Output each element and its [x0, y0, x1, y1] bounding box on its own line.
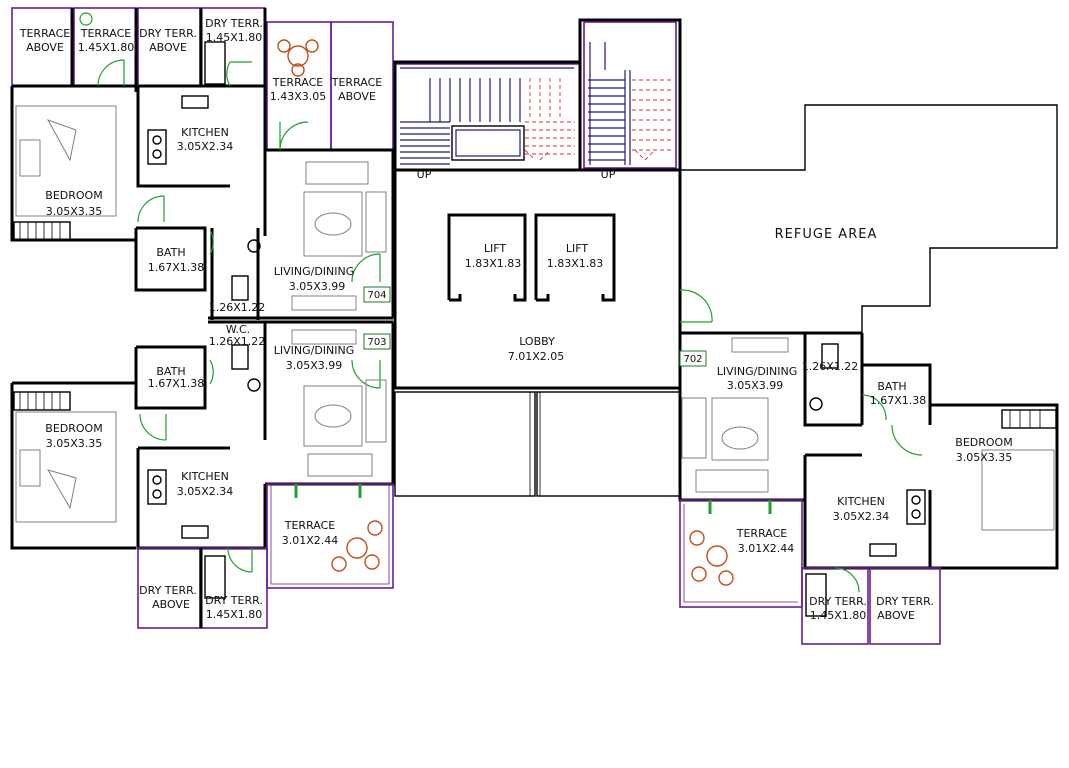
lobby-dim: 7.01X2.05	[508, 350, 565, 363]
unit-702-tag: 702	[683, 354, 702, 365]
left-wing-walls	[10, 7, 395, 629]
dry-terr-r-dim: 1.45X1.80	[810, 609, 867, 622]
terrace-above-top-label: TERRACE	[331, 76, 383, 89]
terrace-tl-dim: 1.45X1.80	[78, 41, 135, 54]
terrace-r-dim: 3.01X2.44	[738, 542, 795, 555]
stair-up-1-label: UP	[417, 168, 432, 181]
bath-r-dim: 1.67X1.38	[870, 394, 927, 407]
bedroom-tl-label: BEDROOM	[45, 189, 102, 202]
living-704-dim: 3.05X3.99	[289, 280, 346, 293]
dry-terr-above-top-label-2: ABOVE	[149, 41, 187, 54]
terrace-tl-label: TERRACE	[80, 27, 132, 40]
dry-terr-above-bl-label-2: ABOVE	[152, 598, 190, 611]
lift-1-label: LIFT	[484, 242, 507, 255]
bedroom-tl-dim: 3.05X3.35	[46, 205, 103, 218]
bedroom-r-dim: 3.05X3.35	[956, 451, 1013, 464]
wc-702-dim: 1.26X1.22	[802, 360, 859, 373]
wc-703-dim: 1.26X1.22	[209, 335, 266, 348]
door-swings	[97, 59, 923, 593]
bath-bl-label: BATH	[156, 365, 185, 378]
living-704-label: LIVING/DINING	[274, 265, 355, 278]
lift-2-label: LIFT	[566, 242, 589, 255]
living-703-dim: 3.05X3.99	[286, 359, 343, 372]
terrace-above-top-label-2: ABOVE	[338, 90, 376, 103]
bedroom-r-label: BEDROOM	[955, 436, 1012, 449]
bath-r-label: BATH	[877, 380, 906, 393]
dry-terr-top-dim: 1.45X1.80	[206, 31, 263, 44]
dry-terr-bl-dim: 1.45X1.80	[206, 608, 263, 621]
terrace-bl-label: TERRACE	[284, 519, 336, 532]
bath-tl-dim: 1.67X1.38	[148, 261, 205, 274]
terrace-bl-dim: 3.01X2.44	[282, 534, 339, 547]
bedroom-bl-dim: 3.05X3.35	[46, 437, 103, 450]
right-wing-walls	[678, 104, 1059, 645]
furniture	[13, 12, 1057, 617]
terrace-r-label: TERRACE	[736, 527, 788, 540]
kitchen-tl-label: KITCHEN	[181, 126, 229, 139]
wc-703-label: W.C.	[226, 323, 250, 336]
dry-terr-above-bl-label: DRY TERR.	[139, 584, 197, 597]
lift-2-dim: 1.83X1.83	[547, 257, 604, 270]
dry-terr-top-label: DRY TERR.	[205, 17, 263, 30]
bath-tl-label: BATH	[156, 246, 185, 259]
dry-terr-above-r-label: DRY TERR.	[876, 595, 934, 608]
bedroom-bl-label: BEDROOM	[45, 422, 102, 435]
kitchen-tl-dim: 3.05X2.34	[177, 140, 234, 153]
terrace-above-tl-label-2: ABOVE	[26, 41, 64, 54]
terrace-above-tl-label: TERRACE	[19, 27, 71, 40]
living-702-dim: 3.05X3.99	[727, 379, 784, 392]
lobby-label: LOBBY	[519, 335, 555, 348]
bath-bl-dim: 1.67X1.38	[148, 377, 205, 390]
unit-703-tag: 703	[367, 337, 386, 348]
dry-terr-r-label: DRY TERR.	[809, 595, 867, 608]
unit-704-tag: 704	[367, 290, 386, 301]
kitchen-r-dim: 3.05X2.34	[833, 510, 890, 523]
kitchen-bl-dim: 3.05X2.34	[177, 485, 234, 498]
dry-terr-above-top-label: DRY TERR.	[139, 27, 197, 40]
kitchen-bl-label: KITCHEN	[181, 470, 229, 483]
dry-terr-above-r-label-2: ABOVE	[877, 609, 915, 622]
living-702-label: LIVING/DINING	[717, 365, 798, 378]
living-703-label: LIVING/DINING	[274, 344, 355, 357]
terrace-top-dim: 1.43X3.05	[270, 90, 327, 103]
stair-up-2-label: UP	[601, 168, 616, 181]
unit-tags: 704 703 702	[363, 286, 707, 367]
lift-1-dim: 1.83X1.83	[465, 257, 522, 270]
wc-704-dim: 1.26X1.22	[209, 301, 266, 314]
core-walls	[393, 18, 682, 497]
kitchen-r-label: KITCHEN	[837, 495, 885, 508]
dry-terr-bl-label: DRY TERR.	[205, 594, 263, 607]
room-labels: TERRACE ABOVE TERRACE 1.45X1.80 DRY TERR…	[19, 17, 1013, 622]
refuge-area-label: REFUGE AREA	[775, 227, 878, 242]
terrace-top-label: TERRACE	[272, 76, 324, 89]
